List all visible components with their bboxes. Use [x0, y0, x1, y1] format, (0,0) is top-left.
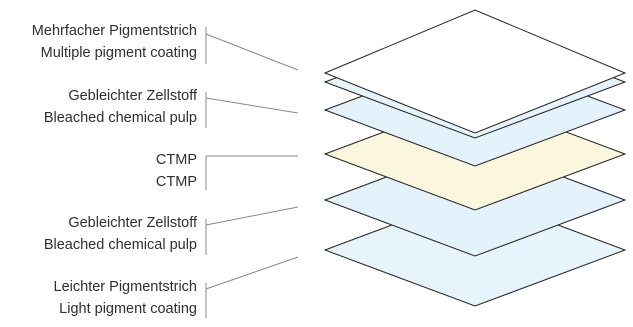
- label-english: Multiple pigment coating: [40, 45, 197, 61]
- leader-line-5: [205, 256, 299, 318]
- label-german: Gebleichter Zellstoff: [68, 88, 197, 104]
- label-german: Mehrfacher Pigmentstrich: [31, 23, 197, 39]
- leader-line-1: [205, 27, 299, 71]
- label-light-pigment-coating: Leichter Pigmentstrich Light pigment coa…: [54, 276, 197, 320]
- label-english: Light pigment coating: [59, 301, 197, 317]
- label-multiple-pigment-coating: Mehrfacher Pigmentstrich Multiple pigmen…: [32, 20, 197, 64]
- leader-line-4: [205, 206, 299, 255]
- layer-multiple-pigment-coating-upper: [323, 9, 627, 134]
- label-bleached-pulp-top: Gebleichter Zellstoff Bleached chemical …: [44, 85, 197, 129]
- label-german: Gebleichter Zellstoff: [68, 215, 197, 231]
- label-german: Leichter Pigmentstrich: [53, 279, 197, 295]
- leader-line-3: [205, 155, 298, 190]
- label-english: Bleached chemical pulp: [43, 237, 197, 253]
- leader-line-2: [205, 92, 299, 128]
- leader-lines: [205, 27, 299, 318]
- label-english: Bleached chemical pulp: [43, 110, 197, 126]
- label-english: CTMP: [155, 174, 197, 190]
- label-bleached-pulp-bottom: Gebleichter Zellstoff Bleached chemical …: [44, 212, 197, 256]
- label-ctmp: CTMP CTMP: [156, 149, 197, 193]
- label-german: CTMP: [155, 152, 197, 168]
